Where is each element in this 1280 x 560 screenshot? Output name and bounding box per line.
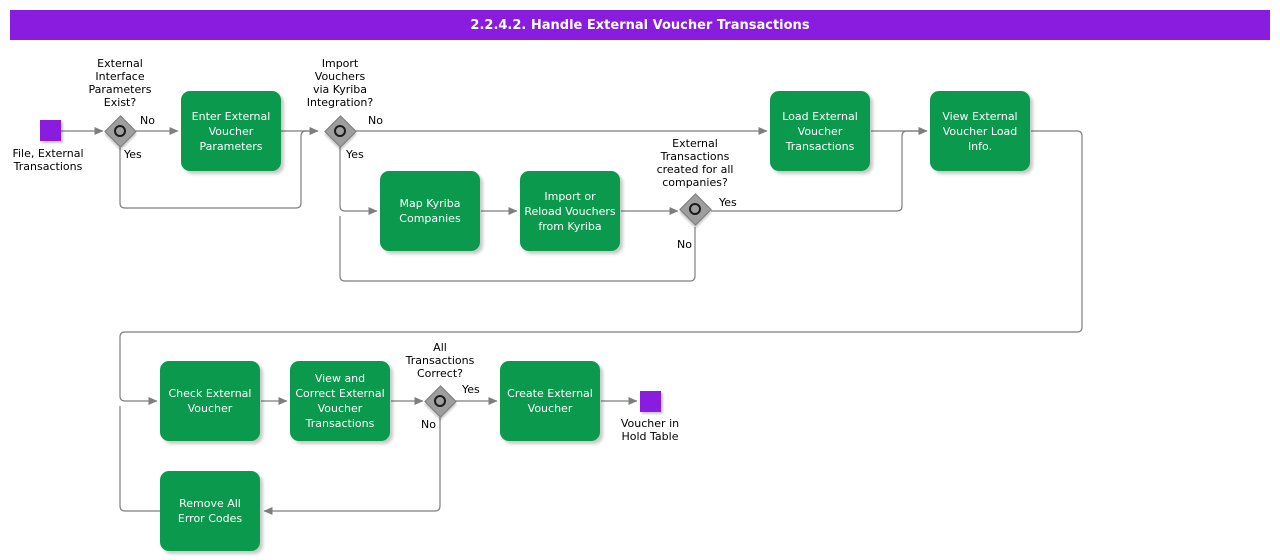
task-import-or-reload-vouchers-from-kyriba[interactable]: Import or Reload Vouchers from Kyriba bbox=[520, 171, 620, 251]
edge-label-gw1-no: No bbox=[140, 114, 155, 127]
end-event bbox=[640, 391, 661, 412]
edge-label-gw2-yes: Yes bbox=[346, 148, 364, 161]
task-label: Check External Voucher bbox=[168, 387, 252, 415]
gateway-label-import-vouchers-via-kyriba-integration: Import Vouchers via Kyriba Integration? bbox=[306, 57, 374, 109]
diagram-title-bar: 2.2.4.2. Handle External Voucher Transac… bbox=[10, 10, 1270, 40]
gateway-inclusive-icon bbox=[689, 203, 701, 215]
edge-label-gw3-no: No bbox=[677, 238, 692, 251]
page-title: 2.2.4.2. Handle External Voucher Transac… bbox=[470, 17, 810, 33]
edge-label-gw3-yes: Yes bbox=[719, 196, 737, 209]
task-label: Load External Voucher Transactions bbox=[782, 109, 858, 153]
gateway-external-transactions-created-for-all-companies[interactable] bbox=[678, 192, 712, 226]
gateway-external-interface-parameters-exist[interactable] bbox=[103, 114, 137, 148]
gateway-label-all-transactions-correct: All Transactions Correct? bbox=[405, 341, 475, 380]
gateway-all-transactions-correct[interactable] bbox=[423, 384, 457, 418]
task-create-external-voucher[interactable]: Create External Voucher bbox=[500, 361, 600, 441]
gateway-inclusive-icon bbox=[114, 125, 126, 137]
task-label: View and Correct External Voucher Transa… bbox=[295, 372, 385, 430]
task-label: Map Kyriba Companies bbox=[399, 197, 461, 225]
start-event bbox=[40, 120, 61, 141]
task-map-kyriba-companies[interactable]: Map Kyriba Companies bbox=[380, 171, 480, 251]
task-view-external-voucher-load-info[interactable]: View External Voucher Load Info. bbox=[930, 91, 1030, 171]
task-enter-external-voucher-parameters[interactable]: Enter External Voucher Parameters bbox=[181, 91, 281, 171]
edge-label-gw1-yes: Yes bbox=[124, 148, 142, 161]
task-view-and-correct-external-voucher-transactions[interactable]: View and Correct External Voucher Transa… bbox=[290, 361, 390, 441]
task-label: Remove All Error Codes bbox=[177, 497, 243, 525]
edge-remove-to-check bbox=[119, 406, 160, 512]
task-check-external-voucher[interactable]: Check External Voucher bbox=[160, 361, 260, 441]
gateway-label-external-transactions-created-for-all-companies: External Transactions created for all co… bbox=[656, 137, 734, 189]
edge-label-gw4-no: No bbox=[421, 418, 436, 431]
task-load-external-voucher-transactions[interactable]: Load External Voucher Transactions bbox=[770, 91, 870, 171]
end-event-label: Voucher in Hold Table bbox=[620, 417, 680, 443]
edge-label-gw4-yes: Yes bbox=[462, 383, 480, 396]
gateway-import-vouchers-via-kyriba-integration[interactable] bbox=[323, 114, 357, 148]
task-label: Import or Reload Vouchers from Kyriba bbox=[524, 189, 616, 233]
gateway-label-external-interface-parameters-exist: External Interface Parameters Exist? bbox=[88, 57, 152, 109]
gateway-inclusive-icon bbox=[334, 125, 346, 137]
task-label: View External Voucher Load Info. bbox=[942, 109, 1018, 153]
start-event-label: File, External Transactions bbox=[12, 147, 84, 173]
gateway-inclusive-icon bbox=[434, 395, 446, 407]
task-label: Create External Voucher bbox=[507, 387, 593, 415]
edge-label-gw2-no: No bbox=[368, 114, 383, 127]
task-remove-all-error-codes[interactable]: Remove All Error Codes bbox=[160, 471, 260, 551]
task-label: Enter External Voucher Parameters bbox=[191, 109, 271, 153]
